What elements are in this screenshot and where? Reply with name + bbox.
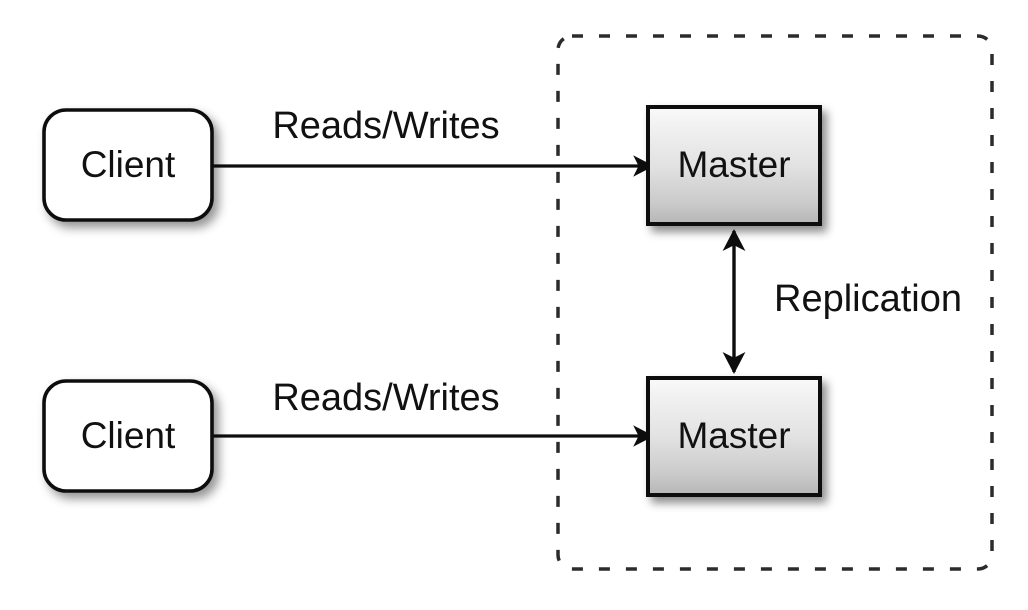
node-master-top[interactable]: Master: [646, 105, 822, 226]
node-client-bottom[interactable]: Client: [42, 379, 214, 493]
edge-label-replication: Replication: [774, 278, 962, 320]
master-top-shape: [646, 105, 822, 226]
edge-label-reads-writes-bottom: Reads/Writes: [272, 377, 499, 419]
client-bottom-shape: [42, 379, 214, 493]
node-client-top[interactable]: Client: [42, 108, 214, 222]
master-top-label: Master: [677, 144, 790, 185]
edge-label-reads-writes-top: Reads/Writes: [272, 105, 499, 147]
client-top-shape: [42, 108, 214, 222]
client-bottom-label: Client: [81, 415, 176, 456]
client-top-label: Client: [81, 144, 176, 185]
master-bottom-shape: [646, 376, 822, 497]
replication-cluster-boundary: [556, 34, 994, 571]
master-bottom-label: Master: [677, 415, 790, 456]
node-master-bottom[interactable]: Master: [646, 376, 822, 497]
